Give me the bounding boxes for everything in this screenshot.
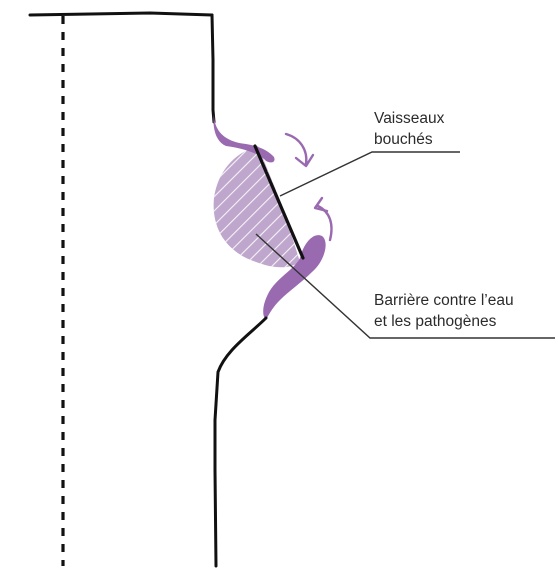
trunk-top-outline	[30, 13, 212, 15]
label-barrier-line-1: Barrière contre l’eau	[374, 290, 514, 311]
curved-arrow-icon-bottom	[315, 198, 332, 240]
trunk-right-outline-lower	[215, 318, 266, 566]
label-vessels-line-1: Vaisseaux	[374, 108, 444, 129]
curved-arrow-icon-top	[286, 134, 313, 166]
label-vessels-line-2: bouchés	[374, 129, 444, 150]
label-barrier: Barrière contre l’eau et les pathogènes	[374, 290, 514, 332]
barrier-zone-hatch	[214, 146, 300, 267]
trunk-right-outline-upper	[212, 15, 214, 122]
label-barrier-line-2: et les pathogènes	[374, 311, 514, 332]
label-clogged-vessels: Vaisseaux bouchés	[374, 108, 444, 150]
